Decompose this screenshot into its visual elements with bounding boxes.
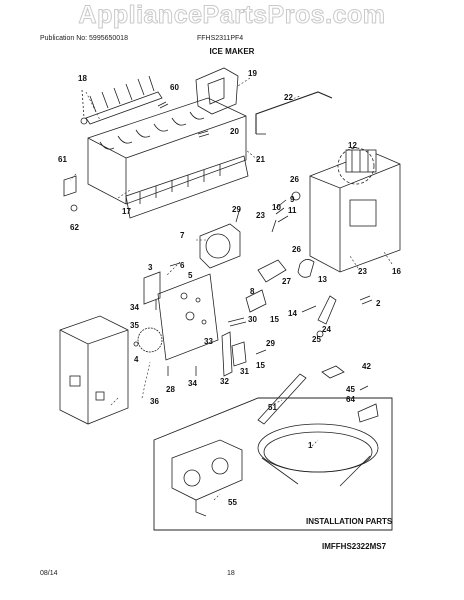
callout-60: 60 bbox=[170, 83, 179, 92]
harness-part-51 bbox=[257, 373, 307, 425]
bracket-part-61 bbox=[63, 175, 77, 197]
callout-30: 30 bbox=[248, 315, 257, 324]
callout-29: 29 bbox=[232, 205, 241, 214]
callout-24: 24 bbox=[322, 325, 331, 334]
mounting-plate-part-5 bbox=[157, 273, 219, 361]
callout-34b: 34 bbox=[188, 379, 197, 388]
callout-5: 5 bbox=[188, 271, 193, 280]
callout-22: 22 bbox=[284, 93, 293, 102]
callout-3: 3 bbox=[148, 263, 153, 272]
screw-part-20 bbox=[197, 130, 210, 138]
footer-page-number: 18 bbox=[227, 570, 235, 577]
callout-6: 6 bbox=[180, 261, 185, 270]
front-cover-part-36 bbox=[59, 315, 129, 425]
callout-55: 55 bbox=[228, 498, 237, 507]
screw-part-45 bbox=[359, 385, 369, 391]
motor-part-7 bbox=[199, 223, 241, 269]
clip-part-64 bbox=[357, 403, 379, 423]
clip-part-26 bbox=[291, 191, 301, 201]
callout-19: 19 bbox=[248, 69, 257, 78]
gear-part-4 bbox=[137, 327, 163, 353]
callout-1: 1 bbox=[308, 441, 313, 450]
callout-21: 21 bbox=[256, 155, 265, 164]
callout-25: 25 bbox=[312, 335, 321, 344]
screw-part-62 bbox=[70, 204, 78, 212]
callout-51: 51 bbox=[268, 403, 277, 412]
callout-64: 64 bbox=[346, 395, 355, 404]
callout-18: 18 bbox=[78, 74, 87, 83]
cover-part-19 bbox=[195, 67, 239, 115]
callout-32: 32 bbox=[220, 377, 229, 386]
shutoff-arm-part-22 bbox=[255, 91, 333, 134]
callout-42: 42 bbox=[362, 362, 371, 371]
callout-20: 20 bbox=[230, 127, 239, 136]
insulator-part-3 bbox=[143, 271, 161, 305]
callout-12: 12 bbox=[348, 141, 357, 150]
diagram-code: IMFFHS2322MS7 bbox=[322, 542, 387, 551]
grommet-part-42 bbox=[321, 365, 345, 379]
installation-parts-label: INSTALLATION PARTS bbox=[306, 517, 393, 526]
ejector-comb-part-18 bbox=[80, 75, 163, 125]
callout-8: 8 bbox=[250, 287, 255, 296]
callout-26: 26 bbox=[290, 175, 299, 184]
support-part-33 bbox=[221, 331, 233, 377]
model-number: FFHS2311PF4 bbox=[197, 35, 244, 42]
callout-62: 62 bbox=[70, 223, 79, 232]
callout-15: 15 bbox=[270, 315, 279, 324]
callout-34: 34 bbox=[130, 303, 139, 312]
screws-part-28-34 bbox=[167, 366, 197, 376]
callout-10: 10 bbox=[272, 203, 281, 212]
switch-part-13 bbox=[297, 259, 315, 278]
watermark: AppliancePartsPros.com bbox=[78, 1, 386, 30]
callout-33: 33 bbox=[204, 337, 213, 346]
callout-29b: 29 bbox=[266, 339, 275, 348]
water-valve-part-55 bbox=[171, 439, 243, 517]
callout-27: 27 bbox=[282, 277, 291, 286]
callout-4: 4 bbox=[134, 355, 139, 364]
screw-part-30 bbox=[227, 317, 247, 327]
lever-part-31 bbox=[231, 341, 247, 367]
callout-23b: 23 bbox=[358, 267, 367, 276]
fill-cup-part-17 bbox=[125, 155, 249, 219]
bearing-part-25 bbox=[316, 330, 324, 338]
callout-15b: 15 bbox=[256, 361, 265, 370]
screw-part-6 bbox=[169, 262, 181, 267]
callout-14: 14 bbox=[288, 309, 297, 318]
screw-part-2 bbox=[359, 295, 373, 305]
callout-17: 17 bbox=[122, 207, 131, 216]
callout-16: 16 bbox=[392, 267, 401, 276]
bracket-part-8 bbox=[245, 289, 267, 313]
callout-45: 45 bbox=[346, 385, 355, 394]
screw-part-15 bbox=[255, 349, 267, 355]
callout-31: 31 bbox=[240, 367, 249, 376]
footer-date: 08/14 bbox=[40, 570, 58, 577]
installation-parts-box bbox=[153, 397, 393, 531]
ice-mold-part-21 bbox=[87, 97, 247, 205]
screws-part-29-23 bbox=[235, 207, 277, 233]
callout-35: 35 bbox=[130, 321, 139, 330]
publication-number: Publication No: 5995650018 bbox=[40, 35, 128, 42]
thermostat-part-12 bbox=[345, 149, 377, 173]
callout-7: 7 bbox=[180, 231, 185, 240]
callout-61: 61 bbox=[58, 155, 67, 164]
callout-23: 23 bbox=[256, 211, 265, 220]
page-title: ICE MAKER bbox=[209, 47, 255, 56]
screw-part-14 bbox=[301, 305, 317, 313]
tubing-part-1 bbox=[257, 423, 379, 487]
valve-part-27 bbox=[257, 259, 287, 283]
fasteners-part-9-10-11 bbox=[275, 199, 289, 223]
arm-part-24 bbox=[317, 295, 337, 325]
callout-2: 2 bbox=[376, 299, 381, 308]
callout-28: 28 bbox=[166, 385, 175, 394]
screw-part-60 bbox=[157, 101, 169, 109]
callout-36: 36 bbox=[150, 397, 159, 406]
callout-13: 13 bbox=[318, 275, 327, 284]
callout-11: 11 bbox=[288, 206, 297, 215]
callout-9: 9 bbox=[290, 195, 295, 204]
callout-26b: 26 bbox=[292, 245, 301, 254]
screw-part-35 bbox=[133, 341, 139, 347]
